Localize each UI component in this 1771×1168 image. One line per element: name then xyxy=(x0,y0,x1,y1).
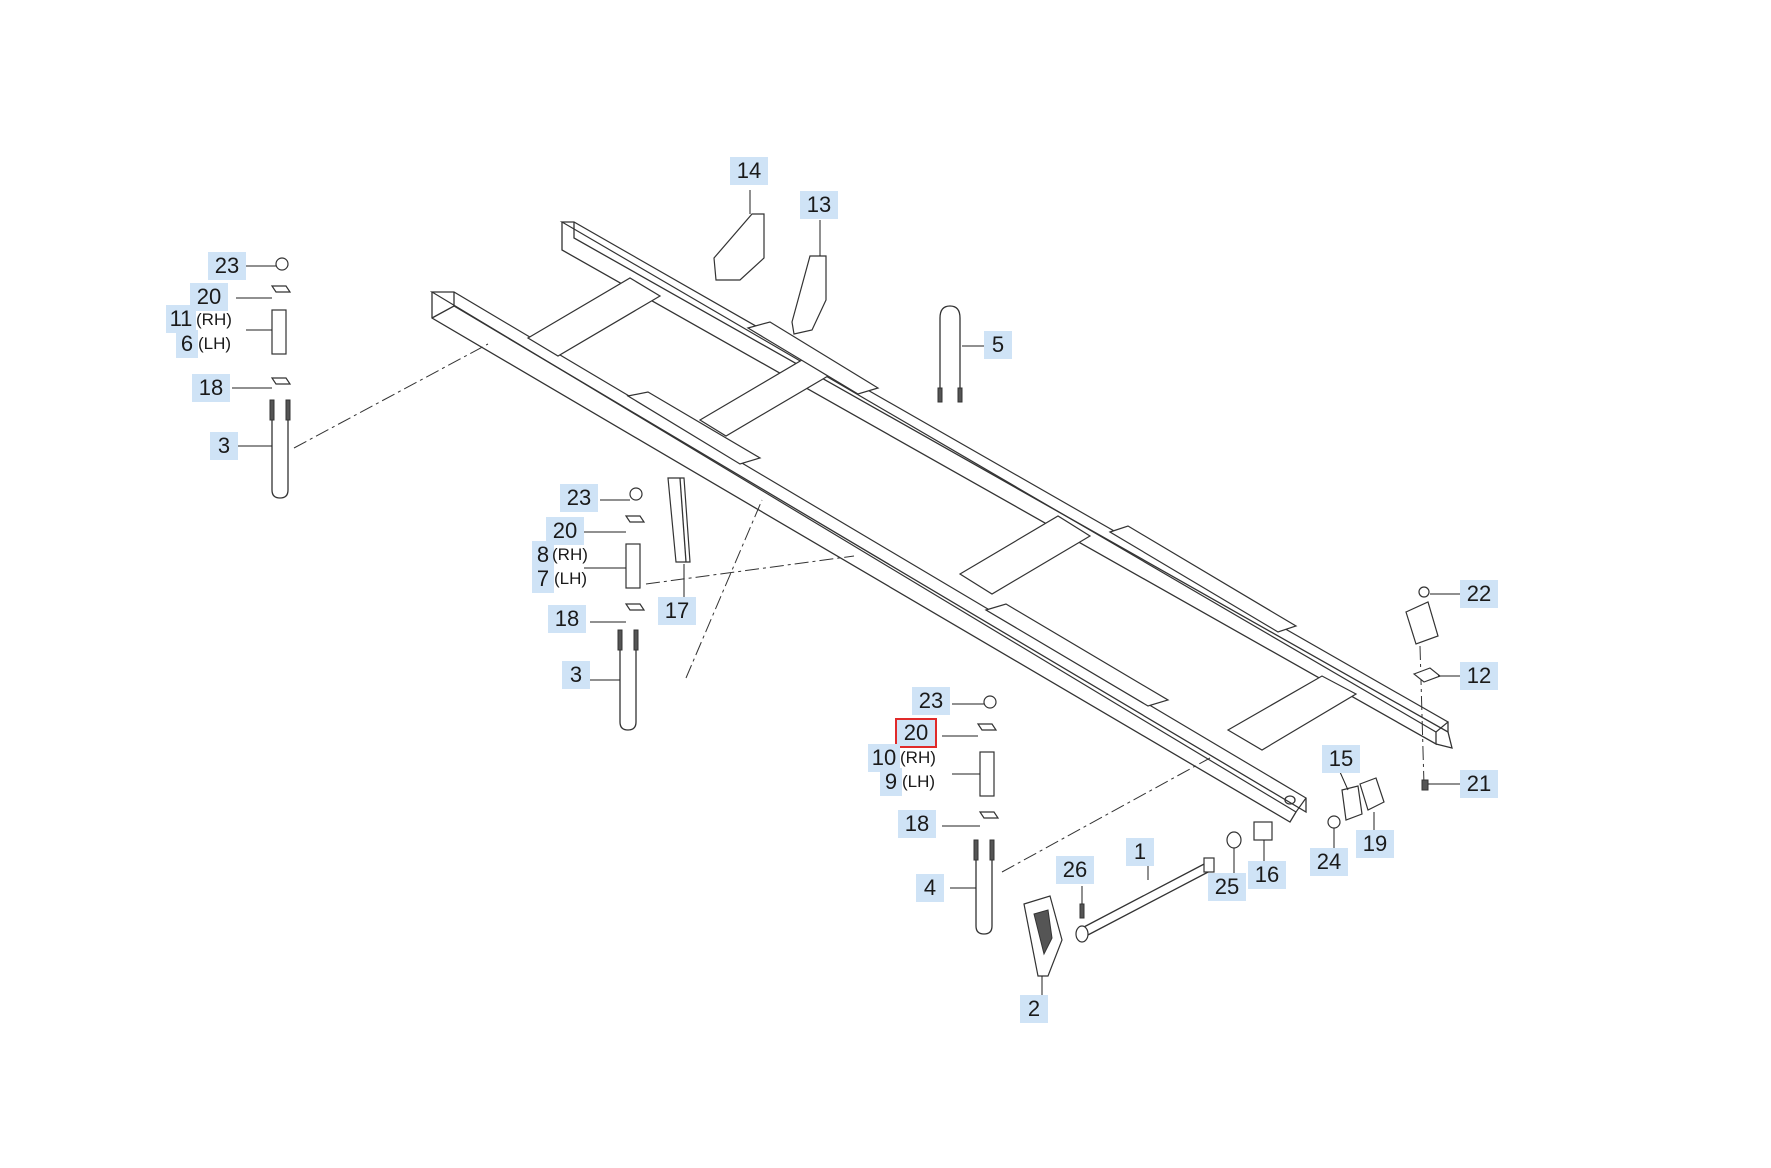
callout-20[interactable]: 20 xyxy=(190,283,228,311)
side-label-lh: (LH) xyxy=(554,569,588,588)
callout-14[interactable]: 14 xyxy=(730,157,768,185)
hanger-17 xyxy=(667,477,691,563)
callout-8[interactable]: 8 xyxy=(532,541,554,569)
callout-25[interactable]: 25 xyxy=(1208,873,1246,901)
callout-18[interactable]: 18 xyxy=(898,810,936,838)
callout-20[interactable]: 20 xyxy=(895,718,937,748)
callout-3[interactable]: 3 xyxy=(562,661,590,689)
callout-23[interactable]: 23 xyxy=(560,484,598,512)
callout-17[interactable]: 17 xyxy=(658,597,696,625)
callout-19[interactable]: 19 xyxy=(1356,830,1394,858)
callout-23[interactable]: 23 xyxy=(208,252,246,280)
callout-15[interactable]: 15 xyxy=(1322,745,1360,773)
callout-18[interactable]: 18 xyxy=(548,605,586,633)
callout-23[interactable]: 23 xyxy=(912,687,950,715)
callout-11[interactable]: 11 xyxy=(166,305,196,333)
callout-22[interactable]: 22 xyxy=(1460,580,1498,608)
callout-6[interactable]: 6 xyxy=(176,330,198,358)
callout-9[interactable]: 9 xyxy=(880,768,902,796)
callout-4[interactable]: 4 xyxy=(916,874,944,902)
frame-front-rail xyxy=(429,291,1307,823)
ubolt-group-left xyxy=(269,257,292,499)
callout-18[interactable]: 18 xyxy=(192,374,230,402)
callout-7[interactable]: 7 xyxy=(532,565,554,593)
pin-26 xyxy=(1079,903,1085,919)
callout-20[interactable]: 20 xyxy=(546,517,584,545)
frame-cross-members xyxy=(526,277,1358,751)
callout-leaders xyxy=(232,190,1460,996)
callout-13[interactable]: 13 xyxy=(800,191,838,219)
hardware-22-12-21 xyxy=(1405,586,1442,791)
callout-10[interactable]: 10 xyxy=(868,744,900,772)
callout-5[interactable]: 5 xyxy=(984,331,1012,359)
axle-1 xyxy=(1075,857,1215,943)
bushing-25-16 xyxy=(1226,821,1273,849)
callout-24[interactable]: 24 xyxy=(1310,848,1348,876)
side-label-rh: (RH) xyxy=(552,545,588,564)
callout-3[interactable]: 3 xyxy=(210,432,238,460)
callout-16[interactable]: 16 xyxy=(1248,861,1286,889)
side-label-rh: (RH) xyxy=(196,310,232,329)
callout-26[interactable]: 26 xyxy=(1056,856,1094,884)
side-label-lh: (LH) xyxy=(902,772,936,791)
bracket-14 xyxy=(713,213,765,281)
shims-24-15-19 xyxy=(1327,777,1385,829)
callout-2[interactable]: 2 xyxy=(1020,995,1048,1023)
callout-1[interactable]: 1 xyxy=(1126,838,1154,866)
frame-plates xyxy=(626,321,1298,707)
ubolt-5 xyxy=(937,305,963,403)
bracket-13 xyxy=(791,255,827,335)
ubolt-group-middle xyxy=(617,487,646,731)
side-label-lh: (LH) xyxy=(198,334,232,353)
callout-12[interactable]: 12 xyxy=(1460,662,1498,690)
side-label-rh: (RH) xyxy=(900,748,936,767)
frame-back-rail xyxy=(559,221,1453,749)
assembly-leaders xyxy=(293,343,1425,873)
bracket-2 xyxy=(1023,895,1063,977)
ubolt-group-right xyxy=(973,695,1000,935)
callout-21[interactable]: 21 xyxy=(1460,770,1498,798)
